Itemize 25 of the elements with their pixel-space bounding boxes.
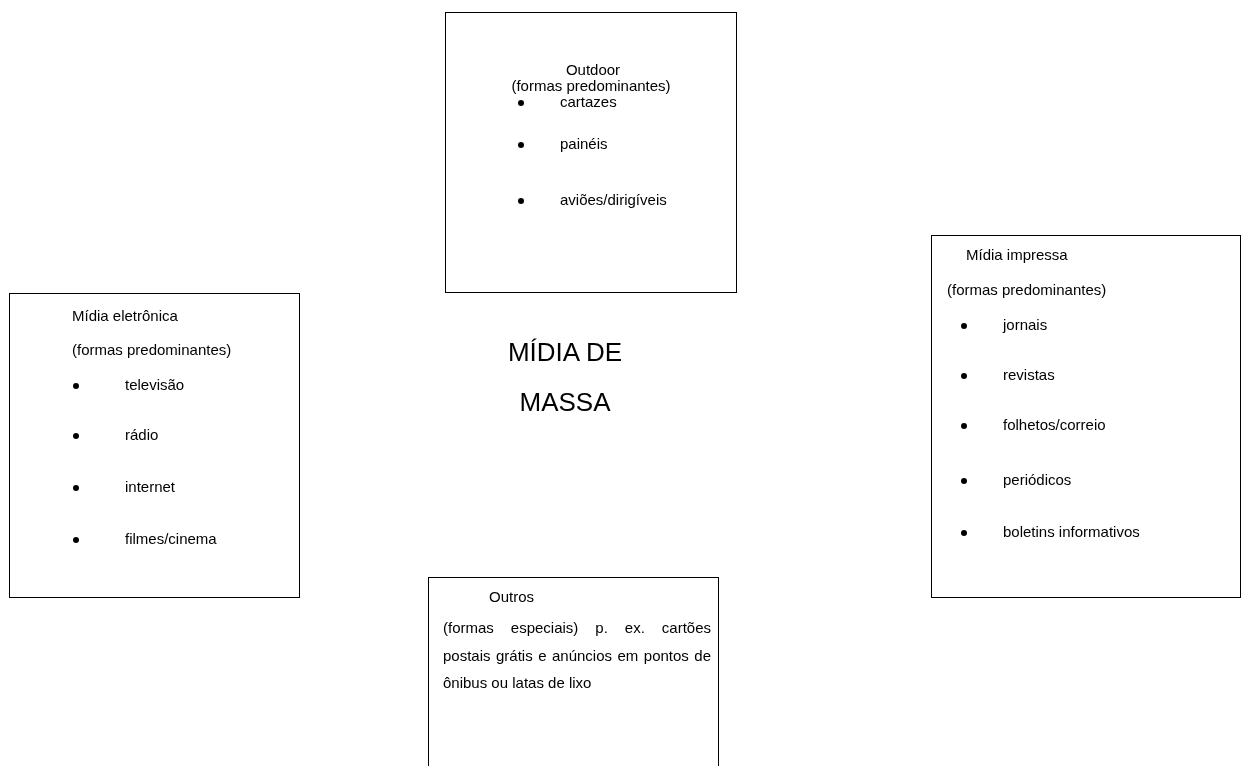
text-box <box>445 12 737 293</box>
box-heading: Outdoor <box>565 61 621 79</box>
list-item: jornais <box>1003 316 1048 334</box>
list-item: periódicos <box>1003 471 1072 489</box>
list-item: rádio <box>125 426 159 444</box>
box-heading: Outros <box>489 588 534 606</box>
list-item: internet <box>125 478 176 496</box>
list-item: cartazes <box>560 93 617 111</box>
box-subheading: (formas predominantes) <box>72 341 232 359</box>
list-item: televisão <box>125 376 185 394</box>
box-subheading: (formas predominantes) <box>511 77 671 95</box>
list-item: filmes/cinema <box>125 530 217 548</box>
list-item: boletins informativos <box>1003 523 1140 541</box>
box-paragraph: (formas especiais) p. ex. cartões postais grátis e anúncios em pontos de ônibus ou latas de lixo <box>443 618 711 693</box>
center-title: MÍDIA DE MASSA <box>506 336 624 419</box>
list-item: revistas <box>1003 366 1055 384</box>
list-item: painéis <box>560 135 608 153</box>
text-box <box>428 577 719 766</box>
list-item: aviões/dirigíveis <box>560 191 667 209</box>
box-heading: Mídia eletrônica <box>72 307 178 325</box>
text-box <box>9 293 300 598</box>
list-item: folhetos/correio <box>1003 416 1106 434</box>
text-box <box>931 235 1241 598</box>
box-heading: Mídia impressa <box>966 246 1068 264</box>
box-subheading: (formas predominantes) <box>947 281 1107 299</box>
